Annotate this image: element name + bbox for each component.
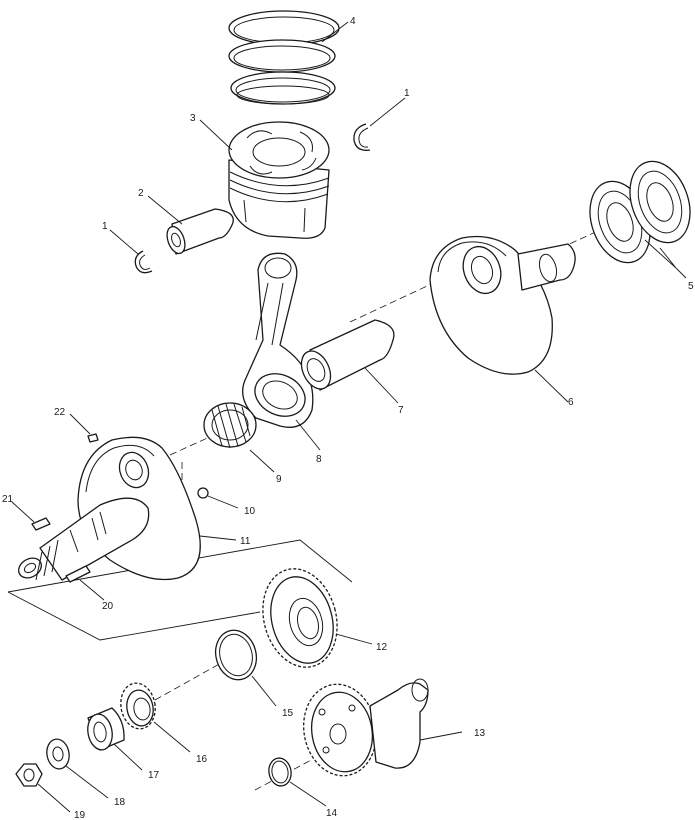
crank-gear [262,568,338,668]
callout-5: 5 [688,281,694,292]
woodruff-key [31,517,51,531]
callout-21: 21 [2,494,14,505]
callout-3: 3 [190,113,196,124]
callout-11: 11 [240,536,251,547]
callout-9: 9 [276,474,282,485]
callout-20: 20 [102,601,114,612]
callout-16: 16 [196,754,208,765]
ball-bearing-rear [629,160,691,244]
callout-1-lower: 1 [102,221,108,232]
circlip-upper [353,123,371,151]
callout-1-upper: 1 [404,88,410,99]
hex-nut [15,763,43,787]
callout-22: 22 [54,407,66,418]
collar [87,707,125,751]
snap-ring [268,757,292,787]
callout-10: 10 [244,506,256,517]
dowel-pin-small [87,433,99,443]
callout-2: 2 [138,188,144,199]
callout-6: 6 [568,397,574,408]
callout-15: 15 [282,708,294,719]
crankshaft-half-right [429,235,576,375]
lock-washer [46,738,70,770]
callout-12: 12 [376,642,388,653]
callout-4: 4 [350,16,356,27]
steel-ball [197,487,209,499]
callout-19: 19 [74,810,86,820]
callout-7: 7 [398,405,404,416]
callout-8: 8 [316,454,322,465]
crank-pin [300,319,395,391]
callout-13: 13 [474,728,486,739]
drive-sprocket [120,682,156,730]
dowel-pin [65,565,91,583]
callout-14: 14 [326,808,338,819]
group-bracket [7,539,353,641]
connecting-rod [242,252,314,428]
crankshaft-half-left [18,436,201,581]
callout-17: 17 [148,770,160,781]
thrust-washer [214,629,258,681]
callout-leaders [11,21,687,813]
piston-pin [166,208,234,255]
needle-bearing [203,402,257,449]
circlip-lower [134,250,153,274]
piston [228,121,330,239]
balancer-shaft-gear [303,678,429,777]
piston-rings [228,10,340,105]
callout-18: 18 [114,797,126,808]
